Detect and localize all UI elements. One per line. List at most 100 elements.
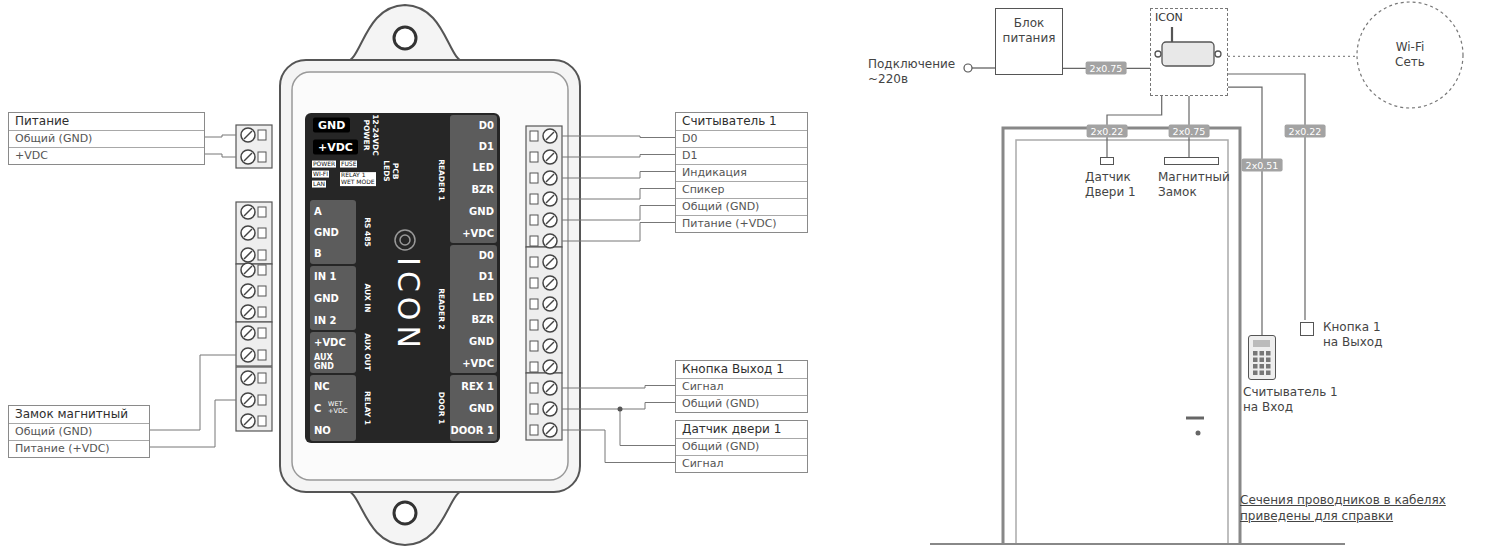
pin-label: AUX GND <box>314 354 342 372</box>
terminal-screw <box>530 278 538 288</box>
door <box>930 543 1345 545</box>
terminal-screw <box>241 226 255 240</box>
pin-label: BZR <box>471 184 494 195</box>
controller-icon <box>1171 27 1173 42</box>
node-text: Блок питания <box>996 16 1062 46</box>
terminal-screw <box>530 341 538 351</box>
group-label: 12-24VDC POWER <box>361 112 378 158</box>
terminal-screw <box>241 263 255 277</box>
terminal-screw <box>258 265 266 275</box>
terminal-screw <box>543 276 557 290</box>
mounting-hole <box>394 27 416 49</box>
keypad-key <box>1266 371 1271 376</box>
wire <box>562 155 680 158</box>
door-sensor: Датчик Двери 1 <box>1085 157 1147 200</box>
table-header: Питание <box>9 113 204 130</box>
terminal-screw <box>546 426 554 434</box>
pin-label: BZR <box>471 314 494 325</box>
keypad-keys <box>1249 336 1274 378</box>
node-text: Кнопка 1 на Выход <box>1323 320 1395 350</box>
card-reader-shape <box>1248 335 1276 380</box>
wire-table: Датчик двери 1Общий (GND)Сигнал <box>675 420 808 473</box>
terminal-screw <box>543 192 557 206</box>
cable-section: 2x0.75 <box>1086 62 1127 75</box>
wire-label: Спикер <box>676 181 807 198</box>
keypad-key <box>1260 351 1265 356</box>
wire-label: Питание (+VDC) <box>676 215 807 232</box>
terminal-screw <box>546 195 554 203</box>
power-supply-box: Блок питания <box>995 8 1063 75</box>
group-label: RELAY 1 <box>363 391 372 425</box>
terminal-screw <box>530 404 538 414</box>
terminal-screw <box>530 215 538 225</box>
wire-label: Общий (GND) <box>9 130 204 147</box>
terminal-screw <box>543 402 557 416</box>
node-text: Считыватель 1 на Вход <box>1243 385 1351 415</box>
wire <box>140 355 236 430</box>
pin-label: LED <box>472 162 494 173</box>
controller-icon <box>1155 51 1161 57</box>
circuit-board <box>450 245 497 373</box>
magnetic-lock-shape <box>1164 157 1219 165</box>
terminal-screw <box>546 300 554 308</box>
keypad-key <box>1253 351 1258 356</box>
terminal-screw <box>244 208 252 216</box>
node-text: Датчик Двери 1 <box>1085 170 1147 200</box>
led-label: LAN <box>312 181 326 188</box>
terminal-screw <box>543 213 557 227</box>
terminal-screw <box>258 152 266 162</box>
keypad-key <box>1266 364 1271 369</box>
table-header: Кнопка Выход 1 <box>676 361 807 378</box>
terminal-screw <box>530 362 538 372</box>
terminal-screw <box>546 237 554 245</box>
keypad-key <box>1253 358 1258 363</box>
terminal-block <box>526 247 562 373</box>
pin-label: NC <box>314 381 330 392</box>
terminal-screw <box>530 257 538 267</box>
group-label: RS 485 <box>363 217 372 246</box>
terminal-screw <box>543 234 557 248</box>
cable-section: 2x0.75 <box>1169 125 1210 138</box>
terminal-screw <box>530 320 538 330</box>
led-label: POWER <box>312 161 336 168</box>
wire-label: D1 <box>676 147 807 164</box>
wire-label: Сигнал <box>676 378 807 395</box>
terminal-screw <box>244 153 252 161</box>
terminal-screw <box>244 287 252 295</box>
wire <box>562 223 680 242</box>
door <box>1016 140 1228 543</box>
terminal-screw <box>543 297 557 311</box>
circuit-board <box>310 332 356 373</box>
terminal-screw <box>244 374 252 382</box>
terminal-screw <box>543 255 557 269</box>
terminal-screw <box>546 321 554 329</box>
cloud-outline <box>1357 2 1463 108</box>
terminal-block <box>526 373 562 440</box>
wire-label: Общий (GND) <box>676 438 807 455</box>
terminal-screw <box>543 318 557 332</box>
group-label: AUX IN <box>363 283 372 312</box>
pin-label: +VDC <box>462 228 494 239</box>
door <box>1186 417 1204 420</box>
wire-label: Сигнал <box>676 455 807 472</box>
terminal-screw <box>530 152 538 162</box>
pin-label: GND <box>313 118 350 133</box>
cable-section: 2x0.51 <box>1242 159 1283 172</box>
pin-label: IN 1 <box>314 271 337 282</box>
node-text: Магнитный Замок <box>1158 170 1242 200</box>
table-header: Замок магнитный <box>9 406 149 423</box>
terminal-block <box>236 367 272 431</box>
keypad-key <box>1253 364 1258 369</box>
pin-label: D0 <box>479 250 494 261</box>
mains-plug <box>964 64 995 72</box>
terminal-screw <box>241 371 255 385</box>
controller-icon <box>1215 51 1221 57</box>
led-label: RELAY 1 WET MODE <box>340 172 376 186</box>
led-label: FUSE <box>340 161 357 168</box>
wire-label: Питание (+VDC) <box>9 440 149 457</box>
keypad-key <box>1266 358 1271 363</box>
terminal-screw <box>258 307 266 317</box>
terminal-screw <box>258 350 266 360</box>
keypad-display <box>1253 340 1270 347</box>
group-label: AUX OUT <box>363 333 372 371</box>
